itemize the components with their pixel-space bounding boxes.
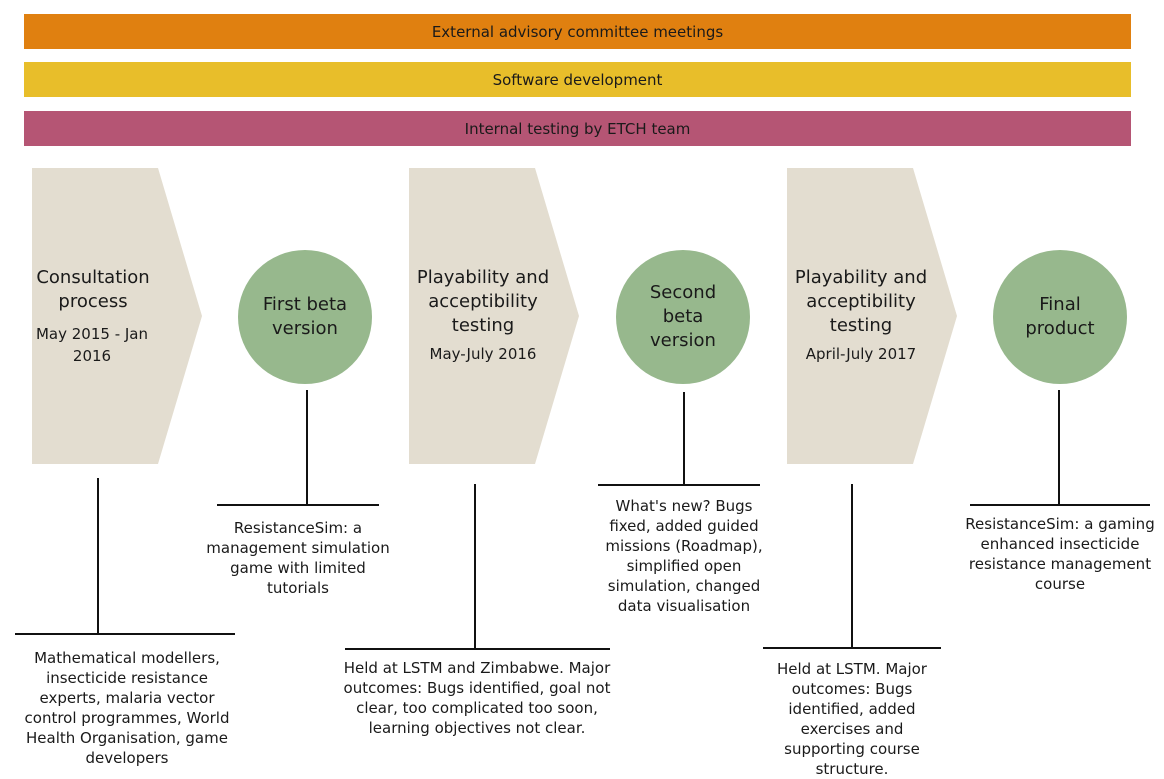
second-beta-milestone: Second beta version <box>616 250 750 384</box>
testing-2017-stage-date: April-July 2017 <box>805 345 917 363</box>
first-beta-milestone: First beta version <box>238 250 372 384</box>
testing-2017-connector <box>851 484 853 649</box>
testing-2017-note: Held at LSTM. Major outcomes: Bugs ident… <box>777 660 927 778</box>
consultation-note: Mathematical modellers, insecticide resi… <box>24 649 230 767</box>
consultation-stage-arrow <box>32 168 202 464</box>
testing-2016-stage-date: May-July 2016 <box>429 345 537 363</box>
internal-testing-label: Internal testing by ETCH team <box>464 119 691 138</box>
consultation-stage-title: Consultation process <box>36 267 150 312</box>
consultation-connector <box>97 478 99 635</box>
testing-2016-stage-title: Playability and acceptibility testing <box>416 267 550 336</box>
testing-2017-stage-title: Playability and acceptibility testing <box>794 267 928 336</box>
consultation-stage-date: May 2015 - Jan 2016 <box>35 325 149 365</box>
first-beta-note: ResistanceSim: a management simulation g… <box>206 519 390 597</box>
advisory-committee-band: External advisory committee meetings <box>24 14 1131 49</box>
second-beta-label: Second beta version <box>649 282 717 351</box>
second-beta-connector <box>683 392 685 485</box>
testing-2016-note: Held at LSTM and Zimbabwe. Major outcome… <box>343 659 611 737</box>
first-beta-connector <box>306 390 308 506</box>
testing-2016-note-rule <box>345 648 610 650</box>
software-development-band: Software development <box>24 62 1131 97</box>
testing-2017-note-rule <box>763 647 941 649</box>
final-product-label: Final product <box>1025 294 1095 339</box>
final-product-note: ResistanceSim: a gaming enhanced insecti… <box>965 515 1155 593</box>
software-development-label: Software development <box>492 70 663 89</box>
second-beta-note: What's new? Bugs fixed, added guided mis… <box>605 497 763 615</box>
final-product-milestone: Final product <box>993 250 1127 384</box>
first-beta-note-rule <box>217 504 379 506</box>
internal-testing-band: Internal testing by ETCH team <box>24 111 1131 146</box>
final-product-connector <box>1058 390 1060 506</box>
first-beta-label: First beta version <box>262 294 348 339</box>
consultation-note-rule <box>15 633 235 635</box>
advisory-committee-label: External advisory committee meetings <box>431 22 724 41</box>
final-product-note-rule <box>970 504 1150 506</box>
testing-2016-connector <box>474 484 476 650</box>
second-beta-note-rule <box>598 484 760 486</box>
